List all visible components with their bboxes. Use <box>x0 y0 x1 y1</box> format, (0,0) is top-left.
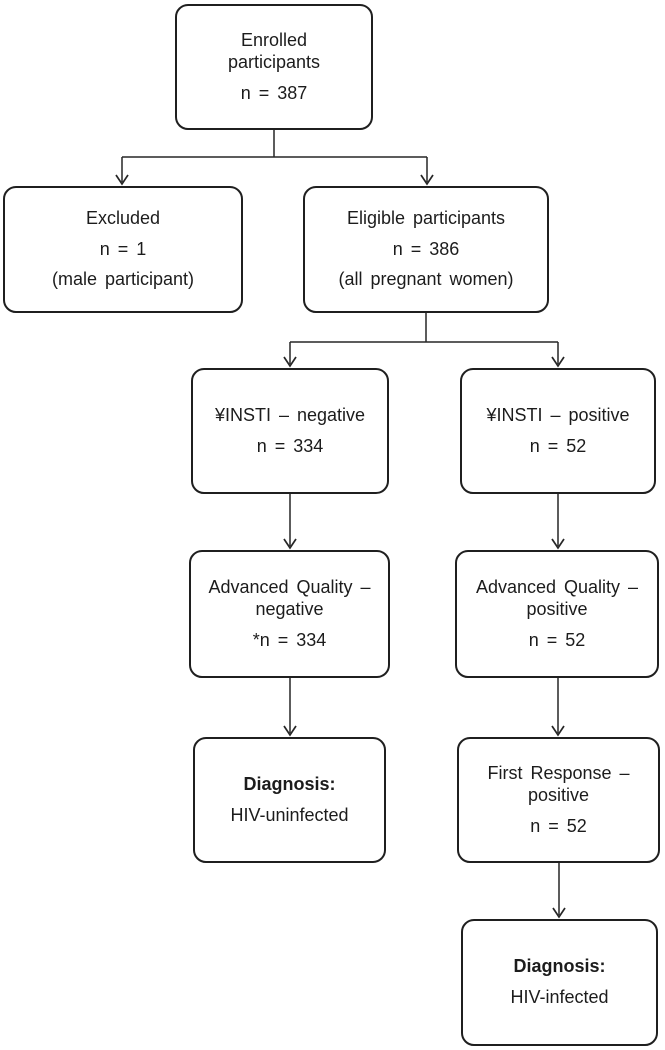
node-line: participants <box>227 52 321 73</box>
node-line: Diagnosis: <box>513 956 606 977</box>
node-line: Enrolled <box>240 29 308 50</box>
edge-insti-negative-aq-negative <box>283 494 297 550</box>
edge-enrolled-split <box>115 130 434 186</box>
edge-insti-positive-aq-positive <box>551 494 565 550</box>
node-enrolled-participants: Enrolled participants n = 387 <box>175 4 373 130</box>
node-first-response-positive: First Response – positive n = 52 <box>457 737 660 863</box>
node-line: n = 387 <box>240 82 308 103</box>
node-line: positive <box>526 599 588 620</box>
node-line: n = 52 <box>530 815 587 836</box>
node-line: (male participant) <box>51 269 195 290</box>
node-line: HIV-uninfected <box>230 804 349 825</box>
node-line: negative <box>255 599 324 620</box>
node-diagnosis-hiv-uninfected: Diagnosis: HIV-uninfected <box>193 737 386 863</box>
edge-eligible-split <box>283 313 565 368</box>
node-excluded: Excluded n = 1 (male participant) <box>3 186 243 313</box>
node-line: n = 386 <box>392 238 460 259</box>
node-diagnosis-hiv-infected: Diagnosis: HIV-infected <box>461 919 658 1046</box>
edge-first-response-diagnosis <box>552 863 566 919</box>
node-line: HIV-infected <box>510 987 609 1007</box>
node-insti-negative: ¥INSTI – negative n = 334 <box>191 368 389 494</box>
node-line: Advanced Quality – <box>208 576 371 597</box>
edge-aq-negative-diagnosis <box>283 678 297 737</box>
node-line: *n = 334 <box>252 629 327 650</box>
node-line: (all pregnant women) <box>338 269 514 290</box>
node-insti-positive: ¥INSTI – positive n = 52 <box>460 368 656 494</box>
node-line: Excluded <box>85 208 161 229</box>
node-line: Eligible participants <box>346 208 506 229</box>
node-line: n = 52 <box>529 435 587 456</box>
node-line: First Response – <box>487 762 630 783</box>
node-line: n = 1 <box>99 238 147 259</box>
node-eligible-participants: Eligible participants n = 386 (all pregn… <box>303 186 549 313</box>
node-line: n = 334 <box>256 435 324 456</box>
node-line: Diagnosis: <box>243 773 336 794</box>
node-line: Advanced Quality – <box>475 576 639 597</box>
node-advanced-quality-positive: Advanced Quality – positive n = 52 <box>455 550 659 678</box>
node-line: n = 52 <box>528 629 586 650</box>
node-line: positive <box>527 785 590 806</box>
node-advanced-quality-negative: Advanced Quality – negative *n = 334 <box>189 550 390 678</box>
edge-aq-positive-first-response <box>551 678 565 737</box>
node-line: ¥INSTI – positive <box>486 404 630 425</box>
node-line: ¥INSTI – negative <box>214 404 366 425</box>
